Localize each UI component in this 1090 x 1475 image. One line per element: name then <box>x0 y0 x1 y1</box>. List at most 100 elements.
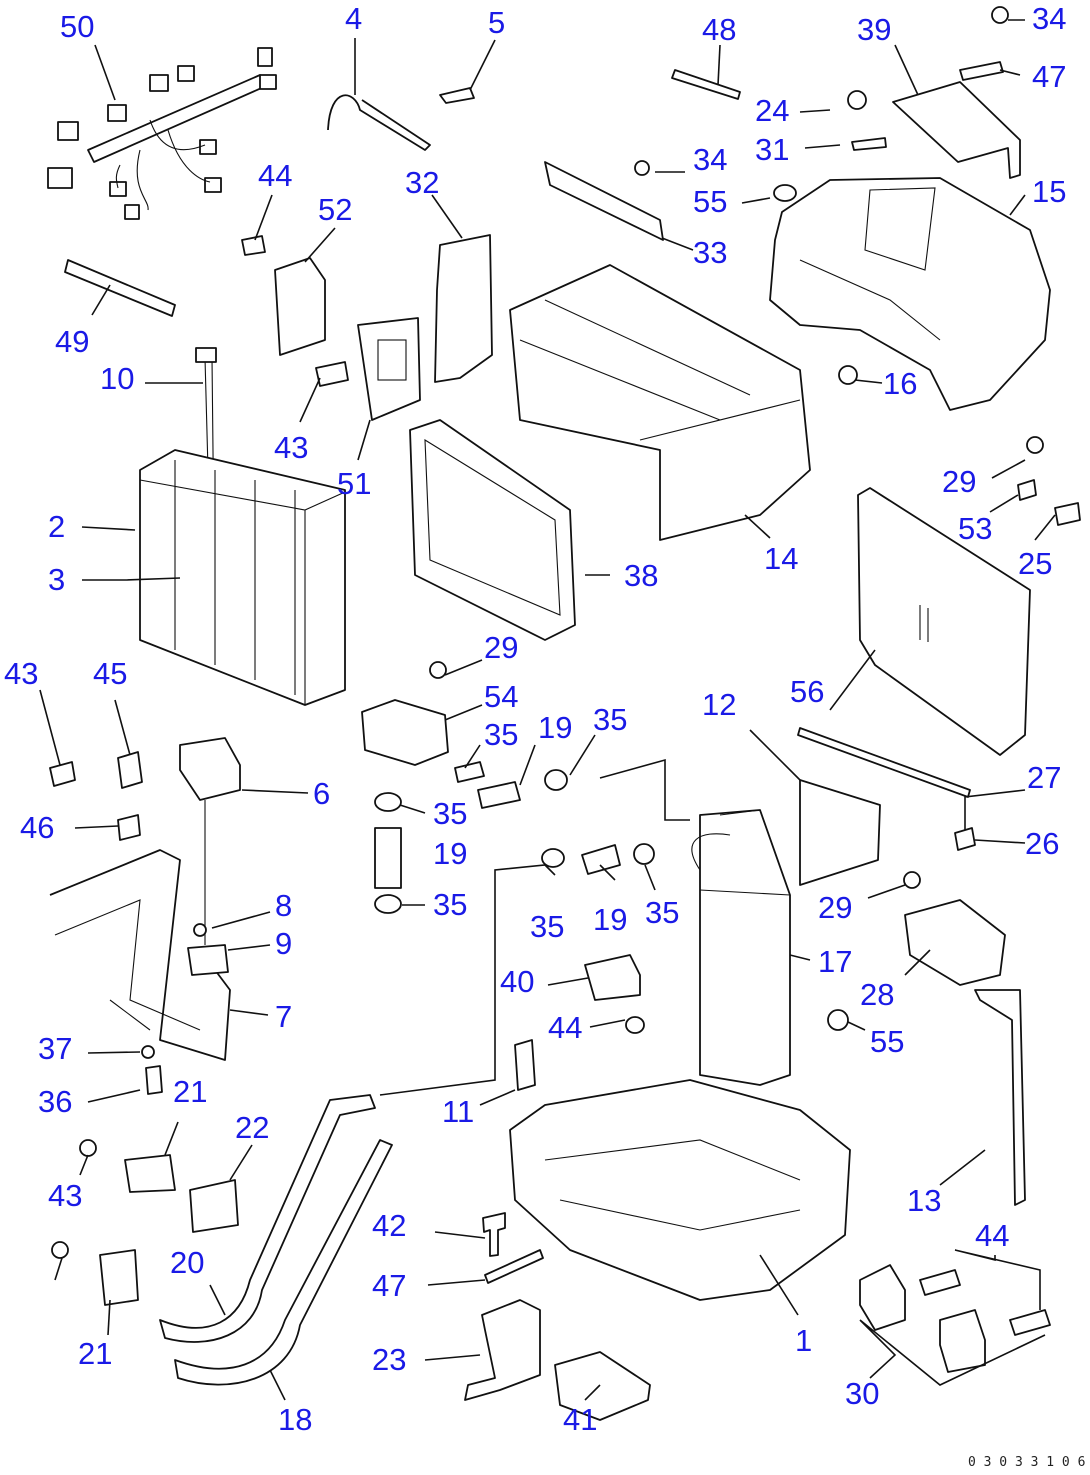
callout-52: 52 <box>318 192 352 227</box>
callout-44-lower: 44 <box>975 1218 1009 1253</box>
part-screw-43d <box>51 1241 69 1259</box>
callout-47-top: 47 <box>1032 59 1066 94</box>
callout-14: 14 <box>764 541 798 576</box>
part-small-44a <box>241 235 266 256</box>
callout-41: 41 <box>563 1402 597 1437</box>
part-clamp-35c <box>374 792 402 812</box>
part-wire-harness <box>47 47 277 220</box>
callout-2: 2 <box>48 509 65 544</box>
part-25 <box>1054 502 1081 526</box>
part-panel-56 <box>857 487 1031 756</box>
callout-43-upper: 43 <box>274 430 308 465</box>
callout-45: 45 <box>93 656 127 691</box>
callout-21-upper: 21 <box>173 1074 207 1109</box>
callout-35-upper-right: 35 <box>593 702 627 737</box>
part-hose-20 <box>159 1094 376 1343</box>
part-plate-12 <box>799 779 881 886</box>
part-clip-46 <box>117 814 141 841</box>
drawing-code: 0 3 0 3 3 1 0 6 <box>968 1455 1085 1470</box>
part-resistor-30 <box>859 1264 906 1331</box>
callout-40: 40 <box>500 964 534 999</box>
callout-42: 42 <box>372 1208 406 1243</box>
callout-49: 49 <box>55 324 89 359</box>
callout-35-lower-left: 35 <box>530 909 564 944</box>
callout-33: 33 <box>693 235 727 270</box>
callout-35-lower-right: 35 <box>645 895 679 930</box>
callout-7: 7 <box>275 999 292 1034</box>
callout-43-left: 43 <box>4 656 38 691</box>
part-valve-6 <box>179 737 241 801</box>
callout-56: 56 <box>790 674 824 709</box>
part-upper-cover-15 <box>769 177 1051 411</box>
callout-34: 34 <box>693 142 727 177</box>
callout-29-mid: 29 <box>484 630 518 665</box>
callout-37: 37 <box>38 1031 72 1066</box>
part-screw-44d <box>1009 1309 1051 1336</box>
callout-9: 9 <box>275 926 292 961</box>
part-screw-44b <box>625 1016 645 1034</box>
callout-5: 5 <box>488 5 505 40</box>
callout-50: 50 <box>60 9 94 44</box>
callout-23: 23 <box>372 1342 406 1377</box>
part-screw-29b <box>429 661 447 679</box>
part-bracket-40 <box>584 954 641 1001</box>
callout-6: 6 <box>313 776 330 811</box>
callout-16: 16 <box>883 366 917 401</box>
part-rod-48 <box>671 69 741 100</box>
callout-13: 13 <box>907 1183 941 1218</box>
part-lower-case-1 <box>509 1079 851 1301</box>
part-clamp-35b <box>454 761 485 783</box>
callout-51: 51 <box>337 466 371 501</box>
part-resistor-30b <box>939 1309 986 1373</box>
part-case-14 <box>509 264 811 541</box>
part-plate-22 <box>189 1179 239 1233</box>
callout-8: 8 <box>275 888 292 923</box>
part-screw-34a <box>991 6 1009 24</box>
callout-32: 32 <box>405 165 439 200</box>
callout-39: 39 <box>857 12 891 47</box>
part-hose-19c <box>581 844 621 875</box>
part-fitting-9 <box>187 944 229 976</box>
part-screw-29c <box>903 871 921 889</box>
part-harness-49 <box>64 259 176 317</box>
part-gasket-38 <box>409 419 576 641</box>
part-screw-34b <box>634 160 650 176</box>
callout-38: 38 <box>624 558 658 593</box>
callout-47-lower: 47 <box>372 1268 406 1303</box>
callout-29-lower: 29 <box>818 890 852 925</box>
callout-53: 53 <box>958 511 992 546</box>
part-clamp-35e <box>541 848 565 868</box>
callout-12: 12 <box>702 687 736 722</box>
callout-36: 36 <box>38 1084 72 1119</box>
part-screw-43a <box>315 361 349 387</box>
part-bracket-45 <box>117 751 143 789</box>
part-clip-5 <box>439 87 475 104</box>
callout-31: 31 <box>755 132 789 167</box>
part-clamp-35a <box>544 769 568 791</box>
part-clamp-35f <box>633 843 655 865</box>
callout-35-upper-left: 35 <box>484 717 518 752</box>
callout-44-top: 44 <box>258 158 292 193</box>
part-motor-52 <box>274 257 326 356</box>
part-screw-43b <box>49 761 76 787</box>
callout-55-top: 55 <box>693 184 727 219</box>
part-evaporator-2 <box>139 449 346 706</box>
part-bracket-23 <box>464 1299 541 1401</box>
part-screw-16 <box>838 365 858 385</box>
part-bracket-21b <box>99 1249 139 1306</box>
part-screw-24 <box>847 90 867 110</box>
callout-17: 17 <box>818 944 852 979</box>
part-clip-31 <box>851 137 887 151</box>
callout-3: 3 <box>48 562 65 597</box>
callout-21-lower: 21 <box>78 1336 112 1371</box>
callout-18: 18 <box>278 1402 312 1437</box>
part-panel-13 <box>974 989 1026 1206</box>
part-tube-4 <box>327 94 431 151</box>
part-bracket-21a <box>124 1154 176 1193</box>
part-clamp-35d <box>374 894 402 914</box>
callout-11: 11 <box>442 1094 474 1129</box>
part-plug-55a <box>773 184 797 202</box>
callout-1: 1 <box>795 1323 812 1358</box>
callout-54: 54 <box>484 679 518 714</box>
